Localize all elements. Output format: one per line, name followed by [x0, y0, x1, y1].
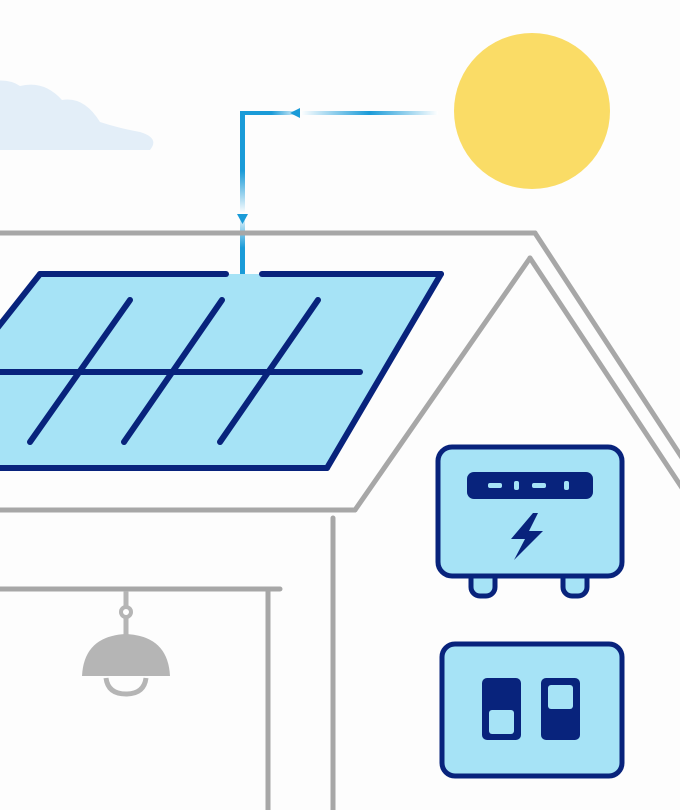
energy-flow-arrow [237, 108, 438, 282]
house-outline [0, 230, 680, 810]
sun-icon [454, 33, 610, 189]
lightning-bolt-icon [511, 513, 543, 560]
cloud-icon [0, 80, 154, 150]
breaker-switch-panel-icon [439, 641, 625, 779]
home-battery-icon [435, 444, 625, 599]
pendant-lamp-icon [82, 591, 170, 697]
solar-panel-icon [0, 271, 444, 471]
